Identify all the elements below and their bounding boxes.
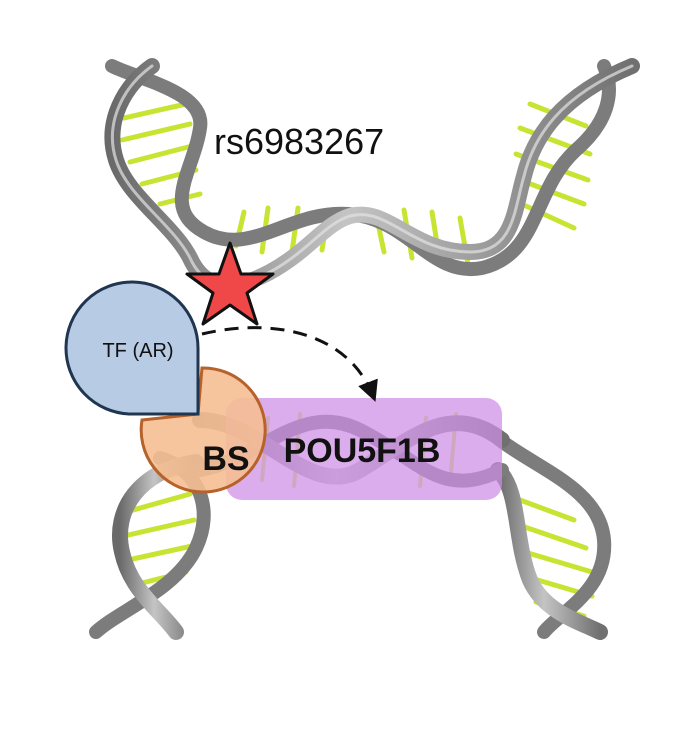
lower-right-front-strand <box>490 462 608 640</box>
dashed-arrow-icon <box>201 326 378 402</box>
star-icon <box>185 241 275 326</box>
upper-dna-helix <box>104 58 640 294</box>
gene-label: POU5F1B <box>284 432 441 470</box>
binding-site-label: BS <box>202 440 249 478</box>
transcription-factor-shape <box>64 280 200 416</box>
binding-site-shape <box>139 366 267 494</box>
snp-label: rs6983267 <box>214 121 384 162</box>
transcription-factor-label: TF (AR) <box>102 340 173 362</box>
gene-region-box <box>226 398 502 500</box>
lower-left-front-strand <box>112 454 204 640</box>
